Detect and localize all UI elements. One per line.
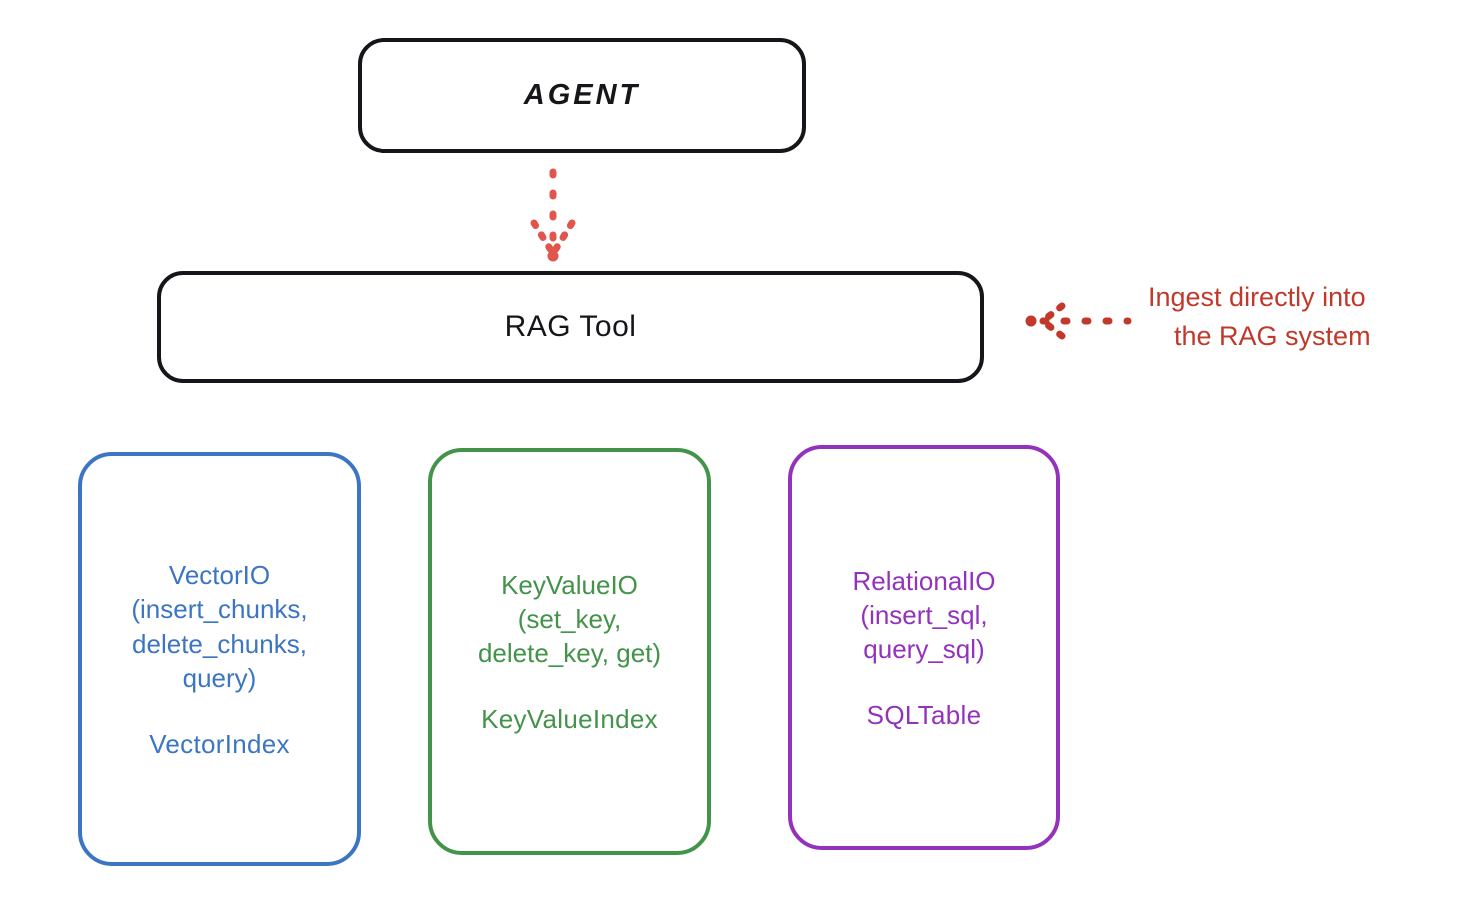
key-value-io-signature: KeyValueIO (set_key, delete_key, get) <box>478 568 661 671</box>
rag-tool-node-label: RAG Tool <box>504 310 637 343</box>
arrowhead-left-wing <box>530 219 556 256</box>
vector-io-line-2: (insert_chunks, <box>131 594 308 625</box>
connector-agent-to-rag-tool <box>530 168 576 262</box>
key-value-io-line-2: (set_key, <box>517 603 622 634</box>
vector-io-line-1: VectorIO <box>168 559 271 590</box>
relational-io-line-2: (insert_sql, <box>860 599 988 630</box>
key-value-io-line-1: KeyValueIO <box>501 569 638 600</box>
relational-io-index-label: SQLTable <box>866 700 982 731</box>
ingest-annotation-line-1: Ingest directly into <box>1148 282 1366 312</box>
vector-io-index-label: VectorIndex <box>149 729 290 760</box>
annotation-arrowhead-tip <box>1025 315 1037 327</box>
vector-io-line-3: delete_chunks, <box>132 628 307 659</box>
key-value-io-index-label: KeyValueIndex <box>481 704 658 735</box>
vector-io-node[interactable]: VectorIO (insert_chunks, delete_chunks, … <box>78 452 361 866</box>
arrowhead-tip <box>547 250 559 262</box>
annotation-arrowhead-lower-wing <box>1040 318 1066 340</box>
connector-annotation-to-rag-tool <box>1025 302 1132 340</box>
arrowhead-right-wing <box>550 219 576 256</box>
vector-io-signature: VectorIO (insert_chunks, delete_chunks, … <box>131 558 307 695</box>
relational-io-line-1: RelationalIO <box>852 565 996 596</box>
relational-io-node[interactable]: RelationalIO (insert_sql, query_sql) SQL… <box>788 445 1060 850</box>
agent-node[interactable]: AGENT <box>358 38 806 153</box>
ingest-annotation-line-2: the RAG system <box>1174 321 1371 352</box>
key-value-io-line-3: delete_key, get) <box>477 638 662 669</box>
agent-node-label: AGENT <box>523 79 641 111</box>
vector-io-line-4: query) <box>182 662 257 693</box>
relational-io-line-3: query_sql) <box>863 634 985 665</box>
relational-io-signature: RelationalIO (insert_sql, query_sql) <box>852 564 995 667</box>
ingest-annotation: Ingest directly into the RAG system <box>1148 278 1478 356</box>
annotation-arrowhead-upper-wing <box>1040 302 1066 324</box>
key-value-io-node[interactable]: KeyValueIO (set_key, delete_key, get) Ke… <box>428 448 711 855</box>
rag-tool-node[interactable]: RAG Tool <box>157 271 984 383</box>
